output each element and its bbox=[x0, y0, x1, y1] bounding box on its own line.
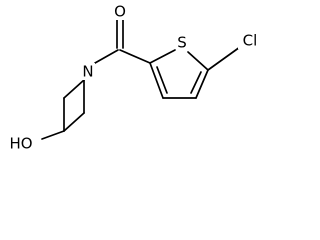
chlorine-label: Cl bbox=[243, 32, 258, 50]
atom-labels: O N S Cl HO bbox=[6, 3, 262, 153]
oxygen-label: O bbox=[114, 3, 126, 21]
nitrogen-label: N bbox=[82, 63, 93, 81]
bond-c5-chlorine bbox=[207, 46, 241, 71]
label-bg-chlorine bbox=[238, 32, 262, 49]
bond-thiophene-c5-c4 bbox=[195, 69, 209, 99]
bond-thiophene-c2-s bbox=[149, 49, 176, 64]
bond-thiophene-c3-c2 bbox=[149, 62, 164, 99]
bond-carbonyl-nitrogen bbox=[94, 49, 119, 64]
label-bg-sulfur bbox=[176, 34, 189, 51]
hydroxyl-label: HO bbox=[9, 135, 32, 153]
label-bg-nitrogen bbox=[81, 63, 95, 80]
bond-c3-hydroxyl bbox=[41, 130, 65, 140]
structure-diagram: O N S Cl HO bbox=[6, 2, 262, 153]
bond-carbonyl-thiophene bbox=[119, 49, 151, 64]
bond-azetidine-n-c2 bbox=[63, 79, 85, 99]
bond-thiophene-c2-c3-inner bbox=[156, 66, 168, 94]
label-bg-hydroxyl bbox=[6, 135, 36, 152]
bonds bbox=[41, 19, 241, 140]
bond-thiophene-s-c5 bbox=[187, 51, 209, 71]
label-bg-oxygen bbox=[113, 4, 127, 20]
bond-thiophene-c4-c5-inner bbox=[190, 71, 202, 94]
bond-azetidine-c3-c4 bbox=[63, 112, 85, 132]
sulfur-label: S bbox=[177, 34, 187, 52]
